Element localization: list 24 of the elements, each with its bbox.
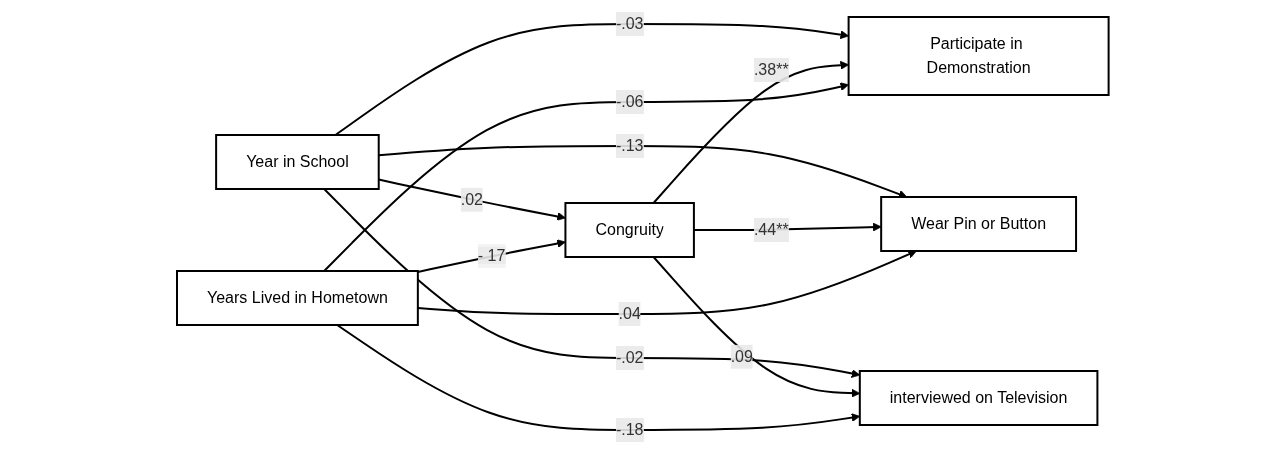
- arrow: [416, 239, 566, 273]
- arrow: [322, 82, 849, 272]
- node-box: Year in School: [214, 134, 380, 190]
- edge-label: -.18: [615, 421, 644, 438]
- arrow: [652, 256, 860, 398]
- node-box: Years Lived in Hometown: [175, 270, 419, 326]
- node-box: Congruity: [564, 202, 695, 258]
- edge-label: -.03: [615, 15, 644, 32]
- edge-label: -.06: [615, 93, 644, 110]
- arrow: [334, 23, 849, 136]
- edge-label: .09: [730, 347, 753, 365]
- arrow: [652, 60, 849, 204]
- edge-label: - 17: [477, 247, 506, 264]
- edge-label: -.02: [615, 349, 644, 366]
- node-box: Participate in Demonstration: [847, 16, 1110, 96]
- arrow: [335, 324, 860, 431]
- node-box: Wear Pin or Button: [879, 196, 1077, 252]
- node-box: interviewed on Television: [858, 370, 1099, 426]
- edge-label: .44**: [753, 221, 789, 238]
- arrow: [322, 188, 860, 378]
- edge-label: .38**: [753, 61, 789, 78]
- edge-label: .04: [618, 305, 641, 322]
- edge-label: -.13: [615, 137, 644, 154]
- edge-label: .02: [460, 190, 483, 208]
